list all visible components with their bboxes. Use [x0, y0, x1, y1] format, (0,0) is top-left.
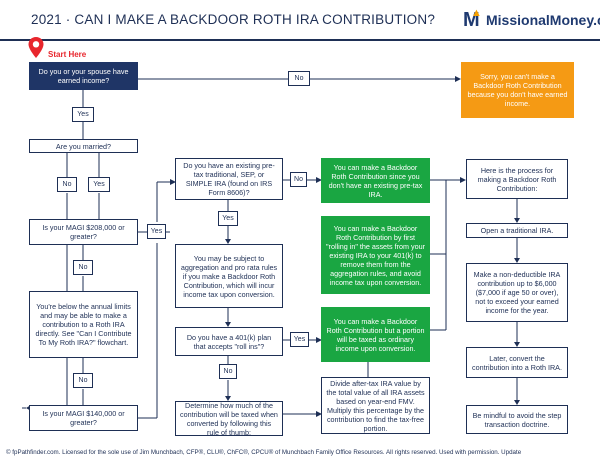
node-divide: Divide after-tax IRA value by the total … [321, 377, 430, 434]
node-sorry: Sorry, you can't make a Backdoor Roth Co… [461, 62, 574, 118]
node-401k: Do you have a 401(k) plan that accepts "… [175, 327, 283, 356]
node-open-ira: Open a traditional IRA. [466, 223, 568, 238]
label-no-earned: No [288, 71, 310, 86]
node-can-rolling: You can make a Backdoor Roth Contributio… [321, 216, 430, 294]
node-earned-income: Do you or your spouse have earned income… [29, 62, 138, 90]
node-can-portion: You can make a Backdoor Roth Contributio… [321, 307, 430, 362]
node-subject-aggregation: You may be subject to aggregation and pr… [175, 244, 283, 308]
node-married: Are you married? [29, 139, 138, 153]
node-can-since-no-ira: You can make a Backdoor Roth Contributio… [321, 158, 430, 203]
node-convert: Later, convert the contribution into a R… [466, 347, 568, 378]
node-below-limits: You're below the annual limits and may b… [29, 291, 138, 358]
map-pin-icon [28, 37, 44, 58]
node-mindful: Be mindful to avoid the step transaction… [466, 405, 568, 434]
header: 2021 · CAN I MAKE A BACKDOOR ROTH IRA CO… [0, 0, 600, 40]
label-no-magi208: No [73, 260, 93, 275]
page-title: 2021 · CAN I MAKE A BACKDOOR ROTH IRA CO… [31, 12, 436, 27]
label-yes-401k: Yes [290, 332, 309, 347]
node-determine-tax: Determine how much of the contribution w… [175, 401, 283, 437]
label-yes-magi208: Yes [147, 224, 166, 239]
node-make-contribution: Make a non-deductible IRA contribution u… [466, 263, 568, 322]
header-rule [0, 39, 600, 41]
logo[interactable]: M▲ MissionalMoney.com [463, 6, 600, 34]
label-yes-married: Yes [88, 177, 110, 192]
label-no-married: No [57, 177, 77, 192]
label-yes-earned: Yes [72, 107, 94, 122]
start-label: Start Here [48, 50, 87, 59]
logo-text: MissionalMoney.com [486, 12, 600, 28]
footer-copyright: © fpPathfinder.com. Licensed for the sol… [6, 449, 522, 456]
node-process-intro: Here is the process for making a Backdoo… [466, 159, 568, 199]
logo-mark-icon: M▲ [463, 7, 482, 31]
node-existing-ira: Do you have an existing pre-tax traditio… [175, 158, 283, 200]
label-no-below: No [73, 373, 93, 388]
label-yes-existing: Yes [218, 211, 238, 226]
node-magi-208: Is your MAGI $208,000 or greater? [29, 219, 138, 245]
node-magi-140: Is your MAGI $140,000 or greater? [29, 405, 138, 431]
label-no-existing: No [290, 172, 307, 187]
label-no-401k: No [219, 364, 237, 379]
